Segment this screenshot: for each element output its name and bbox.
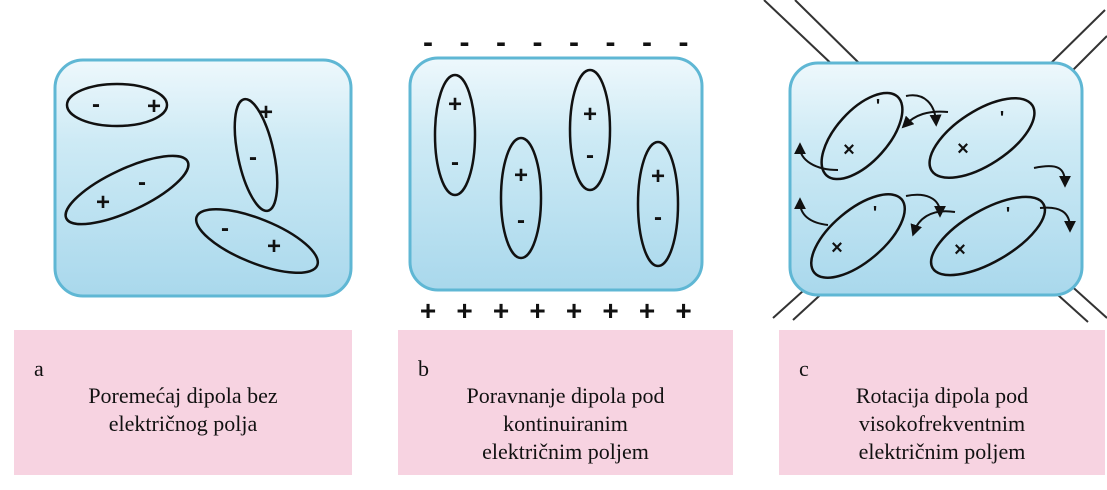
caption-box-c: c Rotacija dipola pod visokofrekventnim … <box>779 330 1105 475</box>
svg-text:-: - <box>517 207 525 234</box>
panel-letter-c: c <box>799 356 809 381</box>
dipole-a2-plus: + <box>259 99 273 126</box>
svg-text:-: - <box>654 204 662 231</box>
svg-text:': ' <box>1006 204 1010 224</box>
positive-plate-sign: + <box>602 295 618 326</box>
positive-plate-signs: + + + + + + + + <box>420 295 692 326</box>
positive-plate-sign: + <box>456 295 472 326</box>
panel-letter-a: a <box>34 356 44 381</box>
caption-line: električnim poljem <box>858 439 1026 464</box>
positive-plate-sign: + <box>529 295 545 326</box>
svg-text:-: - <box>92 91 100 118</box>
dipole-b3: + - <box>568 68 612 192</box>
dielectric-box-c <box>788 61 1084 297</box>
svg-text:×: × <box>831 237 843 259</box>
svg-text:×: × <box>843 139 855 161</box>
negative-plate-sign: - <box>460 26 470 59</box>
dielectric-box-b <box>408 56 704 292</box>
rotating-dipole-c4: ' × <box>910 195 1076 277</box>
svg-text:': ' <box>873 203 877 223</box>
negative-plate-sign: - <box>642 26 652 59</box>
dipole-a3-plus: + <box>96 189 110 216</box>
caption-text-c: Rotacija dipola pod visokofrekventnim el… <box>779 382 1105 466</box>
caption-line: električnog polja <box>108 411 258 436</box>
rotating-dipole-c3: ' × <box>794 193 946 279</box>
caption-text-a: Poremećaj dipola bez električnog polja <box>14 382 352 438</box>
svg-text:+: + <box>514 162 528 189</box>
negative-plate-sign: - <box>569 26 579 59</box>
svg-text:+: + <box>147 93 161 120</box>
panel-a-diagram: - + + - + - - + <box>53 58 353 298</box>
positive-plate-sign: + <box>493 295 509 326</box>
positive-plate-sign: + <box>675 295 691 326</box>
svg-text:+: + <box>448 91 462 118</box>
dipole-b1: + - <box>433 73 477 197</box>
negative-plate-sign: - <box>496 26 506 59</box>
dipole-a2-minus: - <box>249 144 257 171</box>
negative-plate-sign: - <box>606 26 616 59</box>
caption-line: električnim poljem <box>482 439 649 464</box>
dipole-b2: + - <box>499 136 543 260</box>
dipole-a2 <box>233 97 279 213</box>
positive-plate-sign: + <box>639 295 655 326</box>
dipole-a3 <box>64 154 190 226</box>
dipole-a3-minus: - <box>138 169 146 196</box>
caption-line: kontinuiranim <box>503 411 628 436</box>
dipole-a1: - + <box>65 82 169 128</box>
caption-text-b: Poravnanje dipola pod kontinuiranim elek… <box>398 382 733 466</box>
svg-text:': ' <box>876 96 880 116</box>
negative-plate-sign: - <box>679 26 689 59</box>
caption-line: Rotacija dipola pod <box>855 383 1029 408</box>
negative-plate-sign: - <box>533 26 543 59</box>
negative-plate-sign: - <box>423 26 433 59</box>
svg-text:-: - <box>586 142 594 169</box>
panel-letter-b: b <box>418 356 429 381</box>
dipole-a4 <box>194 207 320 275</box>
caption-line: visokofrekventnim <box>858 411 1026 436</box>
rotating-dipole-c2: ' × <box>901 96 1071 188</box>
dipole-a4-plus: + <box>267 233 281 260</box>
positive-plate-sign: + <box>420 295 436 326</box>
svg-text:': ' <box>1000 108 1004 128</box>
dipole-a4-minus: - <box>221 215 229 242</box>
svg-text:+: + <box>583 101 597 128</box>
svg-text:×: × <box>957 138 969 160</box>
caption-box-b: b Poravnanje dipola pod kontinuiranim el… <box>398 330 733 475</box>
svg-text:-: - <box>451 149 459 176</box>
panel-b-diagram: -------- + - + - + - + - ++++++++ <box>408 26 704 326</box>
dipole-b4: + - <box>636 140 680 268</box>
caption-box-a: a Poremećaj dipola bez električnog polja <box>14 330 352 475</box>
positive-plate-sign: + <box>566 295 582 326</box>
caption-line: Poremećaj dipola bez <box>88 383 278 408</box>
panel-c-diagram: ' × ' × ' × ' × <box>763 0 1107 323</box>
caption-line: Poravnanje dipola pod <box>466 383 665 408</box>
svg-text:×: × <box>954 239 966 261</box>
svg-text:+: + <box>651 163 665 190</box>
negative-plate-signs: -------- <box>423 26 689 59</box>
dielectric-box-a <box>53 58 353 298</box>
rotating-dipole-c1: ' × <box>794 91 942 181</box>
